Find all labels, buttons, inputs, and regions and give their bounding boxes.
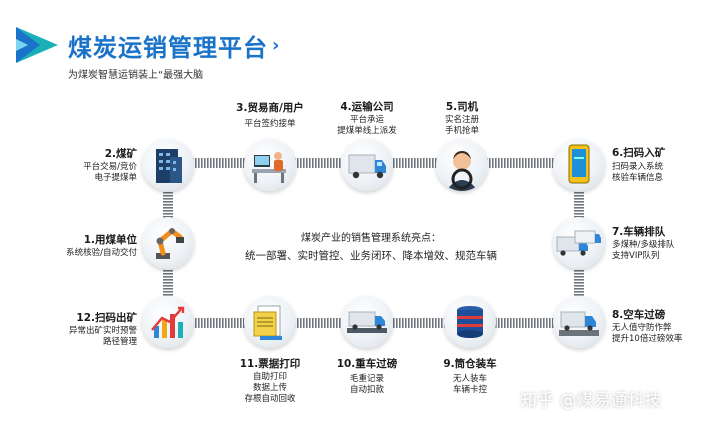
node-1-desc-line: 系统核验/自动交付 <box>66 248 137 258</box>
node-7-desc-line: 多煤种/多级排队 <box>612 240 675 250</box>
node-11-desc: 自助打印 数据上传 存根自动回收 <box>220 372 320 405</box>
node-9-desc-line: 车辆卡控 <box>452 385 487 395</box>
node-5-title: 5.司机 <box>445 101 479 113</box>
node-8-desc-line: 无人值守防作弊 <box>612 323 672 333</box>
node-10-desc-line: 自动扣款 <box>349 385 384 395</box>
node-1-desc: 系统核验/自动交付 <box>66 248 137 259</box>
node-7-desc-line: 支持VIP队列 <box>612 251 660 261</box>
node-6-desc-line: 扫码录入系统 <box>612 162 664 172</box>
node-8-desc-line: 提升10倍过磅效率 <box>612 334 683 344</box>
building-icon <box>156 149 182 183</box>
node-4-title: 4.运输公司 <box>340 101 394 113</box>
queue-trucks-icon <box>556 230 601 256</box>
node-3-desc: 平台签约接单 <box>220 119 320 130</box>
node-4-desc-line: 平台承运 <box>349 115 384 125</box>
driver-icon <box>446 151 478 191</box>
node-3-title: 3.贸易商/用户 <box>236 102 304 114</box>
scale-truck-icon <box>559 311 599 336</box>
title-arrow-icon: › <box>272 35 280 56</box>
node-1-icon <box>142 217 194 269</box>
silo-icon <box>457 306 483 338</box>
node-12-desc-line: 异常出矿实时预警 <box>68 326 137 336</box>
node-3-desc-line: 平台签约接单 <box>244 119 296 129</box>
node-11-desc-line: 存根自动回收 <box>244 394 296 404</box>
node-4-desc-line: 提煤单线上派发 <box>337 126 397 136</box>
center-heading: 煤炭产业的销售管理系统亮点： <box>301 233 441 244</box>
node-2-desc-line: 平台交易/竞价 <box>83 162 137 172</box>
node-6-title: 6.扫码入矿 <box>612 147 666 159</box>
node-11-desc-line: 自助打印 <box>252 372 287 382</box>
node-7-icon <box>553 217 605 269</box>
node-10-desc: 毛重记录 自动扣款 <box>317 374 417 396</box>
node-9-desc: 无人装车 车辆卡控 <box>420 374 520 396</box>
node-2-title: 2.煤矿 <box>104 148 137 160</box>
node-12-desc: 异常出矿实时预警 路径管理 <box>69 326 137 348</box>
node-2-icon <box>142 139 194 191</box>
node-7-title: 7.车辆排队 <box>612 226 666 238</box>
brand-logo-icon <box>16 27 58 63</box>
node-5-desc-line: 实名注册 <box>444 115 479 125</box>
node-6-desc: 扫码录入系统 核验车辆信息 <box>612 162 663 184</box>
robot-arm-icon <box>156 227 184 259</box>
node-8-desc: 无人值守防作弊 提升10倍过磅效率 <box>612 323 682 345</box>
node-12-icon <box>142 296 194 348</box>
node-5-desc: 实名注册 手机抢单 <box>412 115 512 137</box>
node-11-icon <box>244 296 296 348</box>
node-7-desc: 多煤种/多级排队 支持VIP队列 <box>612 240 674 262</box>
node-11-title: 11.票据打印 <box>239 358 301 370</box>
chart-icon <box>151 306 185 338</box>
node-6-icon <box>553 139 605 191</box>
node-5-icon <box>436 139 488 191</box>
node-8-icon <box>553 296 605 348</box>
node-5-desc-line: 手机抢单 <box>444 126 479 136</box>
node-8-title: 8.空车过磅 <box>612 309 666 321</box>
node-9-desc-line: 无人装车 <box>452 374 487 384</box>
printer-icon <box>253 305 282 340</box>
node-10-icon <box>341 296 393 348</box>
node-11-desc-line: 数据上传 <box>252 383 287 393</box>
office-worker-icon <box>252 152 286 183</box>
node-6-desc-line: 核验车辆信息 <box>612 173 664 183</box>
node-9-title: 9.筒仓装车 <box>443 358 497 370</box>
page-subtitle: 为煤炭智慧运销装上“最强大脑 <box>68 70 204 81</box>
node-12-title: 12.扫码出矿 <box>76 312 137 324</box>
node-10-desc-line: 毛重记录 <box>349 374 384 384</box>
node-10-title: 10.重车过磅 <box>336 358 398 370</box>
node-2-desc: 平台交易/竞价 电子提煤单 <box>83 162 137 184</box>
node-3-icon <box>244 139 296 191</box>
node-9-icon <box>444 296 496 348</box>
loaded-truck-icon <box>347 311 387 333</box>
node-4-desc: 平台承运 提煤单线上派发 <box>317 115 417 137</box>
watermark: 知乎 @煤易通科技 <box>520 391 662 411</box>
node-12-desc-line: 路径管理 <box>102 337 137 347</box>
node-1-title: 1.用煤单位 <box>83 234 137 246</box>
center-features: 统一部署、实时管控、业务闭环、降本增效、规范车辆 <box>245 250 497 262</box>
node-4-icon <box>341 139 393 191</box>
phone-scan-icon <box>568 144 590 184</box>
page-title: 煤炭运销管理平台 <box>68 34 268 62</box>
truck-icon <box>348 154 386 179</box>
node-2-desc-line: 电子提煤单 <box>94 173 137 183</box>
